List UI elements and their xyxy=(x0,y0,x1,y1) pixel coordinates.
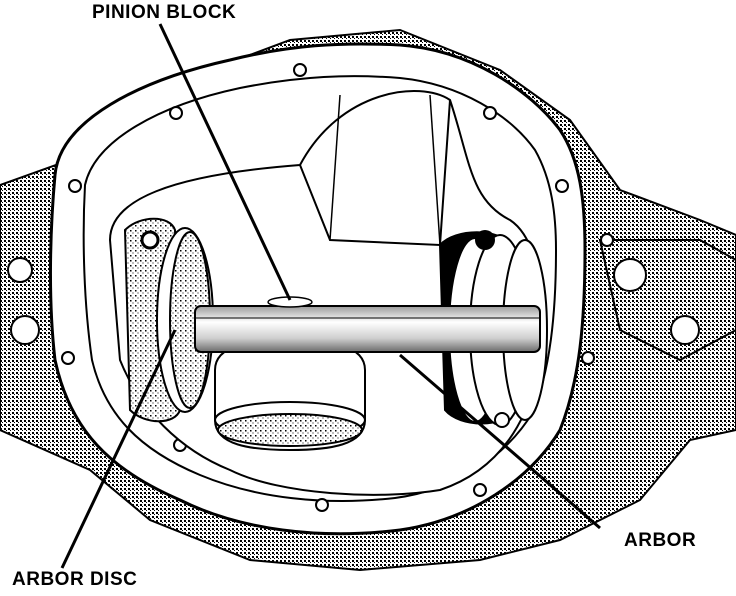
arbor-leader xyxy=(399,353,601,530)
arbor-label: ARBOR xyxy=(624,530,697,551)
arbor-shaft xyxy=(194,296,541,353)
pinion-block-label: PINION BLOCK xyxy=(92,2,237,23)
left-arbor-disc xyxy=(123,217,214,423)
arbor-disc-label: ARBOR DISC xyxy=(12,569,138,590)
pinion-block-leader xyxy=(158,23,292,301)
arbor-disc-leader xyxy=(60,329,177,569)
leader-lines xyxy=(60,23,601,569)
pinion-gear xyxy=(214,338,366,452)
